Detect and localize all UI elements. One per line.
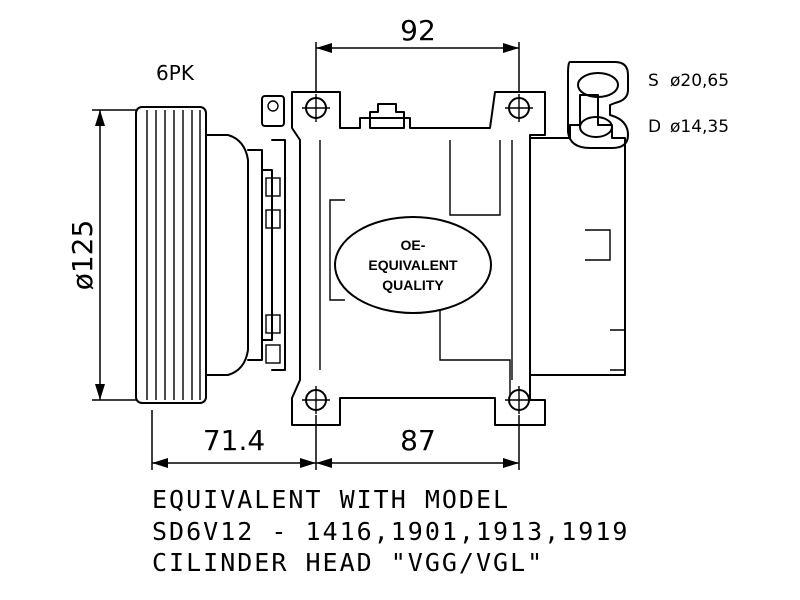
port-labels: S ø20,65 D ø14,35 [648, 71, 729, 137]
rear-head-rib [610, 329, 626, 371]
discharge-port-size: ø14,35 [670, 117, 729, 137]
port-block [567, 61, 629, 149]
flange-bolt [265, 314, 281, 334]
mounting-hole-bottom-right [505, 386, 533, 414]
note-line-1: EQUIVALENT WITH MODEL [152, 485, 510, 514]
pulley [135, 106, 273, 404]
housing-rib [329, 199, 345, 301]
dimension-87-label: 87 [400, 424, 436, 457]
discharge-port-icon [579, 116, 613, 138]
pulley-type-label: 6PK [156, 61, 195, 85]
badge-line-2: EQUIVALENT [368, 257, 458, 273]
mounting-hole-bottom-left [302, 386, 330, 414]
mounting-hole-top-right [505, 94, 533, 122]
mounting-hole-top-left [302, 94, 330, 122]
discharge-port-letter: D [648, 117, 661, 137]
pulley-body [135, 106, 207, 404]
dimension-top-width: 92 [315, 14, 520, 92]
rear-head-rib [585, 229, 611, 261]
suction-port-size: ø20,65 [670, 71, 729, 91]
pulley-grooves [146, 110, 201, 400]
clutch-plate [247, 149, 263, 361]
note-line-2: SD6V12 - 1416,1901,1913,1919 [152, 517, 629, 546]
housing-rib [449, 140, 501, 216]
clutch-hub [205, 134, 249, 376]
badge-line-1: OE- [401, 237, 426, 253]
rear-head [529, 94, 626, 376]
suction-port-letter: S [648, 71, 659, 91]
model-notes: EQUIVALENT WITH MODEL SD6V12 - 1416,1901… [152, 485, 629, 577]
switch-fitting [261, 95, 285, 127]
dimension-92-label: 92 [400, 14, 436, 47]
badge-line-3: QUALITY [382, 277, 444, 293]
dimension-diameter-label: ø125 [66, 220, 99, 291]
flange-bolt [265, 209, 281, 229]
compressor-body [261, 61, 629, 426]
dimension-bottom: 71.4 87 [151, 410, 520, 470]
front-flange [271, 139, 286, 371]
dimension-diameter: ø125 [66, 109, 136, 401]
service-valve [369, 103, 405, 129]
note-line-3: CILINDER HEAD "VGG/VGL" [152, 548, 544, 577]
flange-bolt [265, 177, 281, 197]
suction-port-icon [577, 72, 619, 98]
oe-equivalent-badge: OE- EQUIVALENT QUALITY [334, 216, 492, 314]
housing-rib [439, 310, 511, 395]
bearing-ring [261, 169, 273, 341]
flange-bolt [265, 344, 281, 364]
dimension-71-4-label: 71.4 [203, 424, 265, 457]
